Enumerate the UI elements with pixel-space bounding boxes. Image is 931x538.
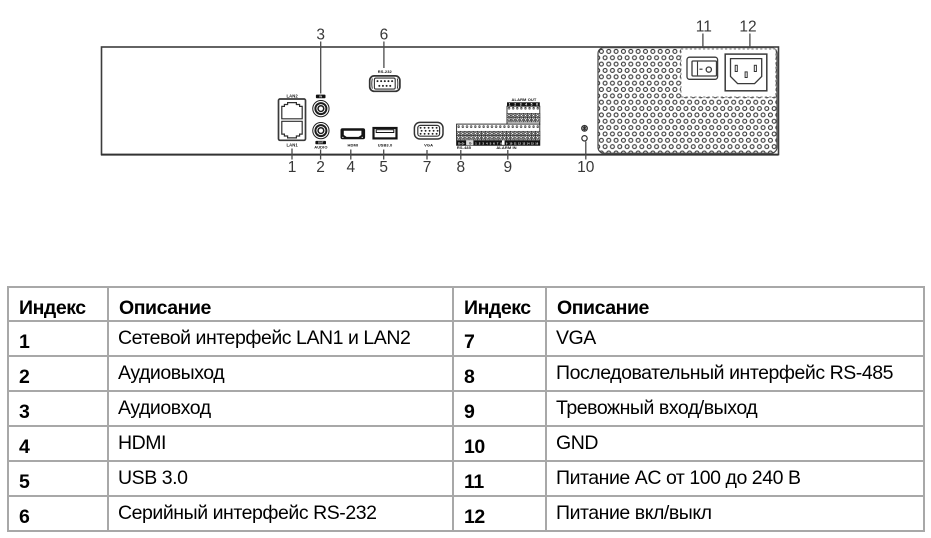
svg-text:5: 5 (379, 159, 388, 176)
svg-text:VGA: VGA (424, 143, 433, 148)
svg-text:RS-232: RS-232 (378, 69, 393, 74)
svg-text:12: 12 (739, 19, 756, 36)
svg-text:10: 10 (577, 159, 595, 176)
svg-text:7: 7 (423, 159, 432, 176)
svg-text:4: 4 (486, 141, 488, 145)
svg-text:RS-485: RS-485 (457, 145, 472, 150)
svg-text:11: 11 (514, 141, 517, 145)
svg-text:HDMI: HDMI (347, 143, 358, 148)
svg-text:2: 2 (514, 103, 516, 107)
svg-text:1: 1 (475, 141, 477, 145)
svg-text:2: 2 (316, 159, 325, 176)
svg-text:D+D-: D+D- (458, 141, 465, 145)
svg-text:8: 8 (456, 159, 465, 176)
svg-text:OUT: OUT (318, 141, 324, 145)
svg-text:4: 4 (525, 103, 527, 107)
svg-text:12: 12 (518, 141, 521, 145)
svg-text:4: 4 (346, 159, 355, 176)
svg-text:13: 13 (522, 141, 525, 145)
svg-text:9: 9 (506, 141, 508, 145)
svg-text:11: 11 (696, 19, 712, 36)
svg-text:ALARM IN: ALARM IN (496, 145, 516, 150)
svg-text:3: 3 (316, 27, 325, 44)
svg-text:6: 6 (536, 103, 538, 107)
svg-text:6: 6 (380, 27, 389, 44)
svg-text:6: 6 (493, 141, 495, 145)
svg-text:1: 1 (509, 103, 511, 107)
svg-text:LAN2: LAN2 (287, 94, 299, 99)
svg-text:LAN1: LAN1 (287, 143, 299, 148)
svg-text:14: 14 (527, 141, 530, 145)
svg-text:8: 8 (500, 141, 502, 145)
svg-text:16: 16 (535, 141, 538, 145)
svg-text:3: 3 (482, 141, 484, 145)
svg-text:G: G (469, 141, 472, 145)
svg-text:7: 7 (497, 141, 499, 145)
svg-text:IN: IN (319, 95, 322, 99)
svg-text:15: 15 (531, 141, 534, 145)
svg-text:USB3.0: USB3.0 (378, 143, 393, 148)
svg-text:9: 9 (503, 159, 512, 176)
svg-text:2: 2 (479, 141, 481, 145)
svg-text:1: 1 (288, 159, 297, 176)
svg-text:ALARM OUT: ALARM OUT (512, 97, 537, 102)
svg-text:3: 3 (520, 103, 522, 107)
svg-text:5: 5 (490, 141, 492, 145)
svg-text:5: 5 (531, 103, 533, 107)
svg-text:10: 10 (509, 141, 512, 145)
svg-text:AUDIO: AUDIO (314, 144, 327, 149)
